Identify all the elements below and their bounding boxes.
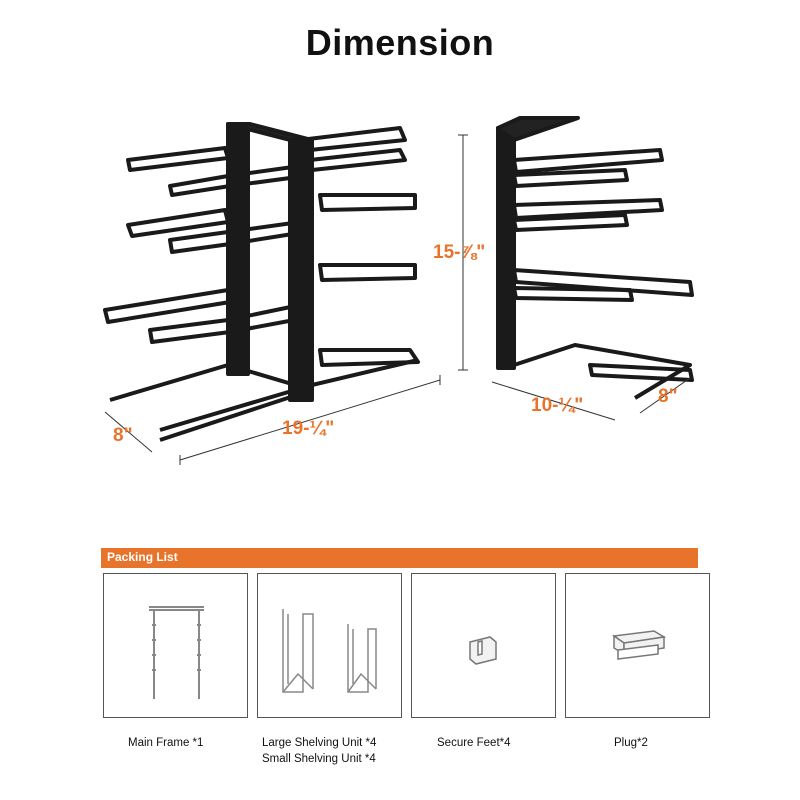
packing-item-plug xyxy=(565,573,710,718)
depth-dimension-line-left xyxy=(104,411,153,453)
shelving-unit-icon xyxy=(282,609,377,693)
packing-list-header: Packing List xyxy=(101,548,698,568)
rack-post-front xyxy=(226,122,250,376)
shelf-arm xyxy=(126,146,230,172)
side-rack-post xyxy=(496,126,516,370)
plug-icon xyxy=(611,630,667,660)
page-title: Dimension xyxy=(305,22,495,63)
rack-illustration xyxy=(103,116,694,465)
main-frame-icon xyxy=(149,606,204,699)
side-width-dimension-label: 10-¼" xyxy=(531,395,584,416)
packing-item-label: Main Frame *1 xyxy=(128,737,204,749)
packing-item-label: Secure Feet*4 xyxy=(437,737,511,749)
secure-feet-icon xyxy=(469,636,497,665)
packing-item-label: Large Shelving Unit *4 xyxy=(262,737,377,749)
depth-dimension-line-right xyxy=(639,377,691,414)
depth-dimension-label-right: 8" xyxy=(658,386,678,407)
packing-list-title: Packing List xyxy=(107,550,178,564)
packing-item-shelving-unit xyxy=(257,573,402,718)
width-dimension-label: 19-¼" xyxy=(282,418,335,439)
packing-item-label-secondary: Small Shelving Unit *4 xyxy=(262,753,376,765)
depth-dimension-label-left: 8" xyxy=(113,425,133,446)
packing-item-main-frame xyxy=(103,573,248,718)
packing-item-label: Plug*2 xyxy=(614,737,648,749)
width-dimension-line xyxy=(179,379,441,461)
side-width-dimension-line xyxy=(491,381,616,421)
packing-item-secure-feet xyxy=(411,573,556,718)
height-dimension-label: 15-⅞" xyxy=(433,242,486,263)
